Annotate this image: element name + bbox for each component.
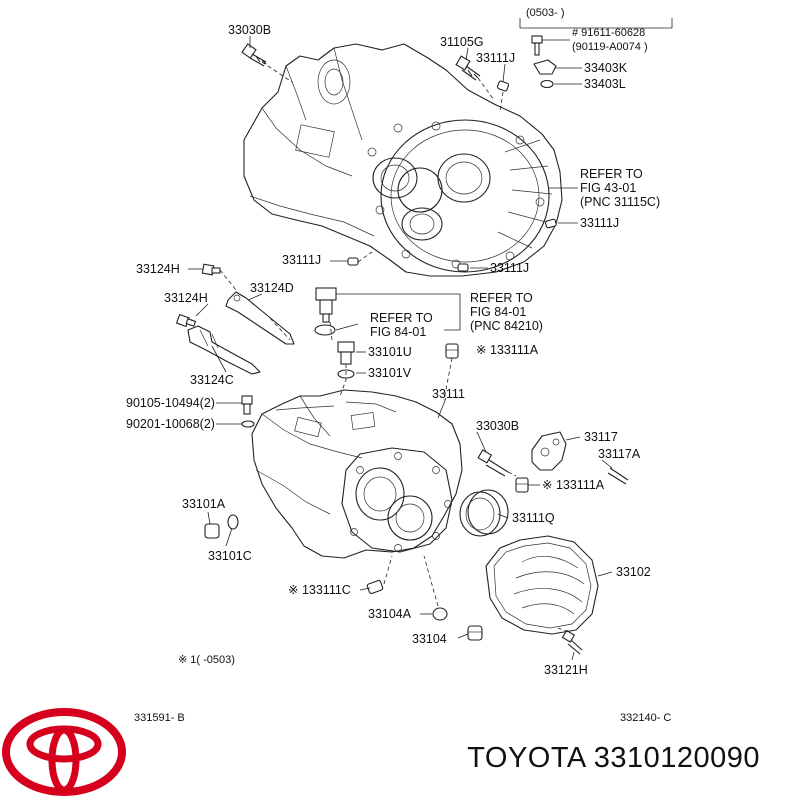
bolt-33030B-mid: [477, 449, 509, 477]
refer-84-01-line3: (PNC 84210): [470, 319, 543, 333]
label-91611: # 91611-60628: [572, 27, 645, 39]
bracket-33117: [531, 431, 567, 471]
label-33403L: 33403L: [584, 77, 626, 91]
label-33030B-mid: 33030B: [476, 419, 519, 433]
label-33104: 33104: [412, 632, 447, 646]
refer-84-01b-line2: FIG 84-01: [370, 325, 426, 339]
toyota-logo-icon: [2, 708, 126, 796]
upper-transaxle-housing: [243, 43, 563, 277]
label-33030B-top: 33030B: [228, 23, 271, 37]
leader-lines: [188, 18, 673, 661]
refer-43-01-line2: FIG 43-01: [580, 181, 636, 195]
shift-part-33403K: [533, 59, 557, 75]
refer-84-01b-line1: REFER TO: [370, 311, 433, 325]
label-33101V: 33101V: [368, 366, 412, 380]
bolt-90105: [241, 395, 253, 415]
plate-33124D: [225, 291, 295, 345]
plate-33124C: [187, 325, 261, 375]
refer-43-01-line3: (PNC 31115C): [580, 195, 660, 209]
plug-33101U: [337, 341, 355, 365]
bolt-33117A: [607, 467, 629, 485]
plug-133111A-top: [445, 343, 459, 359]
bolt-33124H-1: [201, 263, 221, 276]
pin-33111J-top: [496, 80, 510, 92]
plug-33101A: [204, 523, 220, 539]
label-90119: (90119-A0074 ): [572, 41, 648, 53]
label-33124H-1: 33124H: [136, 262, 180, 276]
label-31105G: 31105G: [440, 35, 484, 49]
label-90105: 90105-10494(2): [126, 396, 215, 410]
plug-33104: [467, 625, 483, 641]
bolt-91611: [531, 35, 543, 56]
refer-84-01-line2: FIG 84-01: [470, 305, 526, 319]
pin-33111J-bottom: [457, 263, 469, 272]
label-33111J-left: 33111J: [282, 253, 321, 267]
label-33104A: 33104A: [368, 607, 412, 621]
figure-id-left: 331591- B: [134, 712, 185, 724]
label-33111J-right: 33111J: [580, 216, 619, 230]
washer-33403L: [540, 79, 554, 89]
callout-labels: 33030B 31105G 33111J (0503- ) # 91611-60…: [126, 7, 671, 724]
refer-84-01-line1: REFER TO: [470, 291, 533, 305]
label-33101C: 33101C: [208, 549, 252, 563]
bolt-33030B-top: [241, 43, 267, 67]
label-33111Q: 33111Q: [512, 511, 555, 525]
page-title: TOYOTA 3310120090: [467, 742, 760, 774]
label-133111C: ※ 133111C: [288, 583, 351, 597]
label-33111: 33111: [432, 387, 465, 401]
label-33102: 33102: [616, 565, 651, 579]
label-33121H: 33121H: [544, 663, 588, 677]
label-33124C: 33124C: [190, 373, 234, 387]
case-cover: [485, 535, 599, 635]
label-33117: 33117: [584, 430, 618, 444]
label-33124H-2: 33124H: [164, 291, 208, 305]
washer-90201: [241, 420, 255, 428]
refer-43-01-line1: REFER TO: [580, 167, 643, 181]
label-33101U: 33101U: [368, 345, 412, 359]
label-range-0503: (0503- ): [526, 7, 565, 19]
label-33101A: 33101A: [182, 497, 226, 511]
label-33111J-bottom: 33111J: [490, 261, 529, 275]
figure-id-right: 332140- C: [620, 712, 671, 724]
label-33117A: 33117A: [598, 447, 641, 461]
bolt-133111C: [366, 579, 384, 595]
label-33111J-top: 33111J: [476, 51, 515, 65]
washer-33101C: [227, 514, 239, 530]
label-33124D: 33124D: [250, 281, 294, 295]
pin-33111J-left: [347, 257, 359, 266]
footnote: ※ 1( -0503): [178, 654, 235, 666]
sensor-switch: [315, 287, 337, 323]
washer-33104A: [432, 607, 448, 621]
pin-33111J-right: [545, 218, 557, 229]
bolt-33124H-2: [175, 313, 197, 328]
plug-133111A-mid: [515, 477, 529, 493]
label-133111A-mid: ※ 133111A: [542, 478, 605, 492]
label-133111A-top: ※ 133111A: [476, 343, 539, 357]
bolt-33121H: [561, 629, 583, 655]
gasket-refer-84: [314, 324, 336, 336]
label-33403K: 33403K: [584, 61, 628, 75]
lower-transaxle-case: [251, 389, 463, 559]
label-90201: 90201-10068(2): [126, 417, 215, 431]
seal-33111Q: [459, 489, 509, 537]
